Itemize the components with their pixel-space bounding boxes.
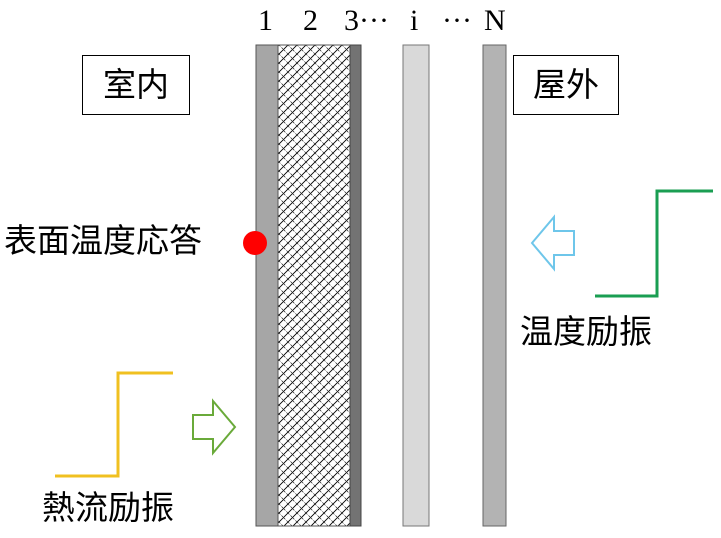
outdoor-label-box: 屋外 [513, 55, 619, 115]
wall-layer-1 [255, 44, 279, 527]
left-arrow-icon [530, 214, 575, 272]
surface-temp-label: 表面温度応答 [4, 221, 202, 260]
right-arrow-icon [192, 398, 237, 456]
wall-layer-3 [349, 44, 362, 527]
layer-label-N: N [484, 4, 506, 37]
heat-flow-excitation-label: 熱流励振 [42, 488, 174, 527]
layer-label-1: 1 [258, 4, 273, 37]
layer-label-3: 3··· [344, 4, 389, 37]
red-dot-icon [243, 231, 267, 255]
step-function-icon [595, 189, 713, 298]
layer-label-2: 2 [303, 4, 318, 37]
step-function-icon [55, 371, 173, 478]
wall-layer-N [482, 44, 507, 527]
outdoor-label: 屋外 [533, 65, 599, 104]
layer-label-ellipsis: ··· [442, 4, 472, 37]
layer-label-i: i [410, 4, 419, 37]
indoor-label: 室内 [103, 65, 169, 104]
wall-layer-2 [277, 44, 351, 527]
indoor-label-box: 室内 [82, 55, 190, 115]
temp-excitation-label: 温度励振 [520, 312, 652, 351]
wall-layer-i [402, 44, 430, 527]
